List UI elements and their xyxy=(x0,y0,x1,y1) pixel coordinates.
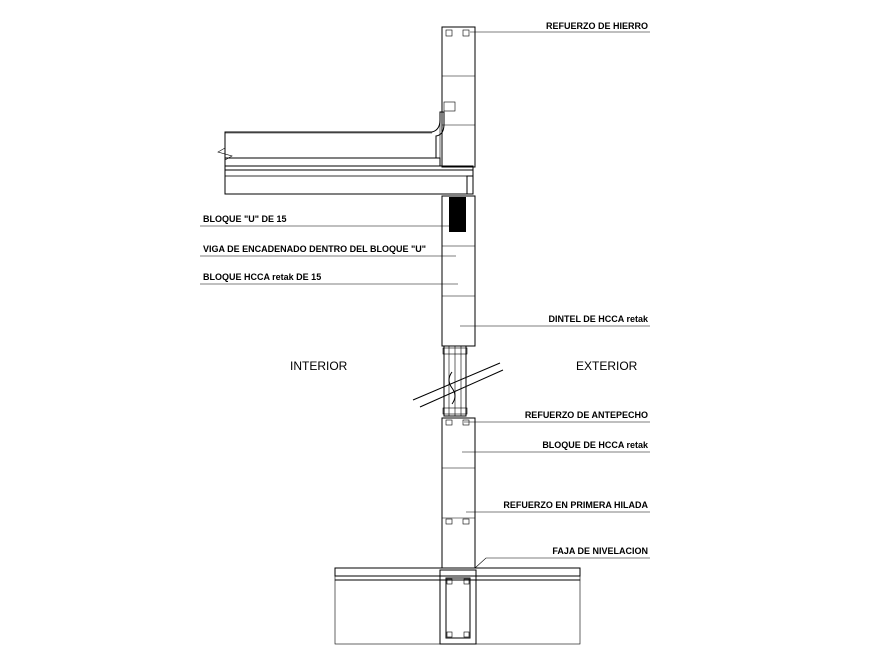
upper-wall xyxy=(441,26,476,168)
annotations: REFUERZO DE HIERRO BLOQUE "U" DE 15 VIGA… xyxy=(203,21,649,556)
label-viga-encadenado: VIGA DE ENCADENADO DENTRO DEL BLOQUE "U" xyxy=(203,244,426,254)
u-block-beam xyxy=(449,197,466,232)
label-refuerzo-hierro: REFUERZO DE HIERRO xyxy=(546,21,648,31)
label-bloque-hcca: BLOQUE DE HCCA retak xyxy=(542,440,649,450)
lintel-wall xyxy=(441,195,476,347)
window xyxy=(412,345,504,417)
leader-lines xyxy=(200,31,650,569)
foundation xyxy=(334,567,581,645)
label-bloque-u: BLOQUE "U" DE 15 xyxy=(203,214,287,224)
label-bloque-hcca-15: BLOQUE HCCA retak DE 15 xyxy=(203,272,321,282)
roof-slab xyxy=(217,111,474,195)
label-exterior: EXTERIOR xyxy=(576,359,638,373)
label-refuerzo-antepecho: REFUERZO DE ANTEPECHO xyxy=(525,410,648,420)
lower-wall xyxy=(441,417,476,569)
label-refuerzo-primera: REFUERZO EN PRIMERA HILADA xyxy=(503,500,648,510)
label-interior: INTERIOR xyxy=(290,359,348,373)
label-dintel: DINTEL DE HCCA retak xyxy=(548,314,649,324)
label-faja: FAJA DE NIVELACION xyxy=(552,546,648,556)
